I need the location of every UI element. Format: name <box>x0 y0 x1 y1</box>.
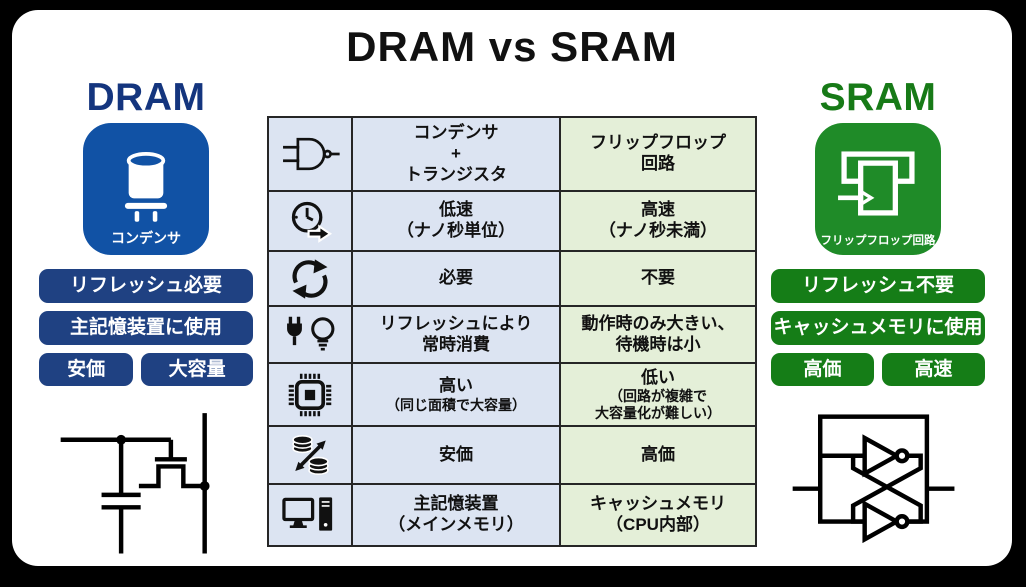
table-row-speed: 低速 （ナノ秒単位） 高速 （ナノ秒未満） <box>267 190 757 253</box>
sram-panel: SRAM フリップフロップ回路 リフレッシュ不要 キャッシュメモリに使用 高価 … <box>762 70 994 566</box>
sram-usage-cell: キャッシュメモリ （CPU内部） <box>559 483 757 548</box>
capacitor-icon <box>124 152 168 222</box>
dram-cost-cell: 安価 <box>351 425 561 486</box>
dram-usage-cell: 主記憶装置 （メインメモリ） <box>351 483 561 548</box>
table-row-cost: 安価 高価 <box>267 425 757 486</box>
dram-badge-capacity: 大容量 <box>141 352 253 387</box>
clock-speed-icon <box>291 201 333 243</box>
sram-badge-refresh: リフレッシュ不要 <box>771 269 985 303</box>
dram-icon-label: コンデンサ <box>111 230 181 247</box>
dram-badge-refresh: リフレッシュ必要 <box>39 269 253 303</box>
page-title: DRAM vs SRAM <box>346 23 678 70</box>
structure-icon-cell <box>267 116 353 193</box>
dram-badges: リフレッシュ必要 主記憶装置に使用 安価 大容量 <box>39 269 253 387</box>
content-columns: DRAM コンデンサ リフレッシュ必要 主記憶装置に使用 安価 大容量 <box>12 70 1012 566</box>
sram-density-cell: 低い （回路が複雑で 大容量化が難しい） <box>559 362 757 428</box>
power-icon-cell <box>267 305 353 365</box>
comparison-table: コンデンサ + トランジスタ フリップフロップ 回路 <box>267 116 757 548</box>
refresh-icon-cell <box>267 250 353 308</box>
sram-power-cell: 動作時のみ大きい、 待機時は小 <box>559 305 757 365</box>
dram-capacitor-badge: コンデンサ <box>83 123 209 256</box>
table-row-refresh: 必要 不要 <box>267 250 757 308</box>
table-row-density: 高い （同じ面積で大容量） 低い （回路が複雑で 大容量化が難しい） <box>267 362 757 428</box>
table-row-usage: 主記憶装置 （メインメモリ） キャッシュメモリ （CPU内部） <box>267 483 757 548</box>
sram-badge-usage: キャッシュメモリに使用 <box>771 310 985 345</box>
sram-structure-cell: フリップフロップ 回路 <box>559 116 757 193</box>
cost-icon-cell <box>267 425 353 486</box>
table-row-structure: コンデンサ + トランジスタ フリップフロップ 回路 <box>267 116 757 193</box>
dram-panel: DRAM コンデンサ リフレッシュ必要 主記憶装置に使用 安価 大容量 <box>30 70 262 566</box>
power-consumption-icon <box>287 316 335 351</box>
sram-icon-label: フリップフロップ回路 <box>820 235 936 248</box>
dram-refresh-cell: 必要 <box>351 250 561 308</box>
dram-badge-usage: 主記憶装置に使用 <box>39 310 253 345</box>
dram-power-cell: リフレッシュにより 常時消費 <box>351 305 561 365</box>
sram-heading: SRAM <box>819 76 937 120</box>
dram-speed-cell: 低速 （ナノ秒単位） <box>351 190 561 253</box>
refresh-icon <box>292 259 328 299</box>
sram-flipflop-badge: フリップフロップ回路 <box>815 123 941 256</box>
flip-flop-icon <box>838 151 915 216</box>
computer-usage-icon <box>282 497 333 531</box>
chip-density-icon <box>288 373 332 416</box>
sram-refresh-cell: 不要 <box>559 250 757 308</box>
logic-gate-icon <box>283 138 340 171</box>
sram-badge-speed: 高速 <box>882 352 985 387</box>
sram-badge-cost: 高価 <box>771 352 874 387</box>
sram-badges: リフレッシュ不要 キャッシュメモリに使用 高価 高速 <box>771 269 985 387</box>
infographic-card: DRAM vs SRAM DRAM コンデンサ リフレッシュ必要 主記憶装置に使… <box>12 10 1012 566</box>
density-icon-cell <box>267 362 353 428</box>
cost-coins-icon <box>291 435 329 476</box>
dram-badge-cost: 安価 <box>39 352 134 387</box>
sram-cross-coupled-inverter-circuit <box>792 414 955 544</box>
sram-speed-cell: 高速 （ナノ秒未満） <box>559 190 757 253</box>
table-row-power: リフレッシュにより 常時消費 動作時のみ大きい、 待機時は小 <box>267 305 757 365</box>
dram-memory-cell-circuit <box>60 413 210 554</box>
dram-structure-cell: コンデンサ + トランジスタ <box>351 116 561 193</box>
usage-icon-cell <box>267 483 353 548</box>
dram-density-cell: 高い （同じ面積で大容量） <box>351 362 561 428</box>
speed-icon-cell <box>267 190 353 253</box>
sram-cost-cell: 高価 <box>559 425 757 486</box>
dram-heading: DRAM <box>86 76 206 120</box>
